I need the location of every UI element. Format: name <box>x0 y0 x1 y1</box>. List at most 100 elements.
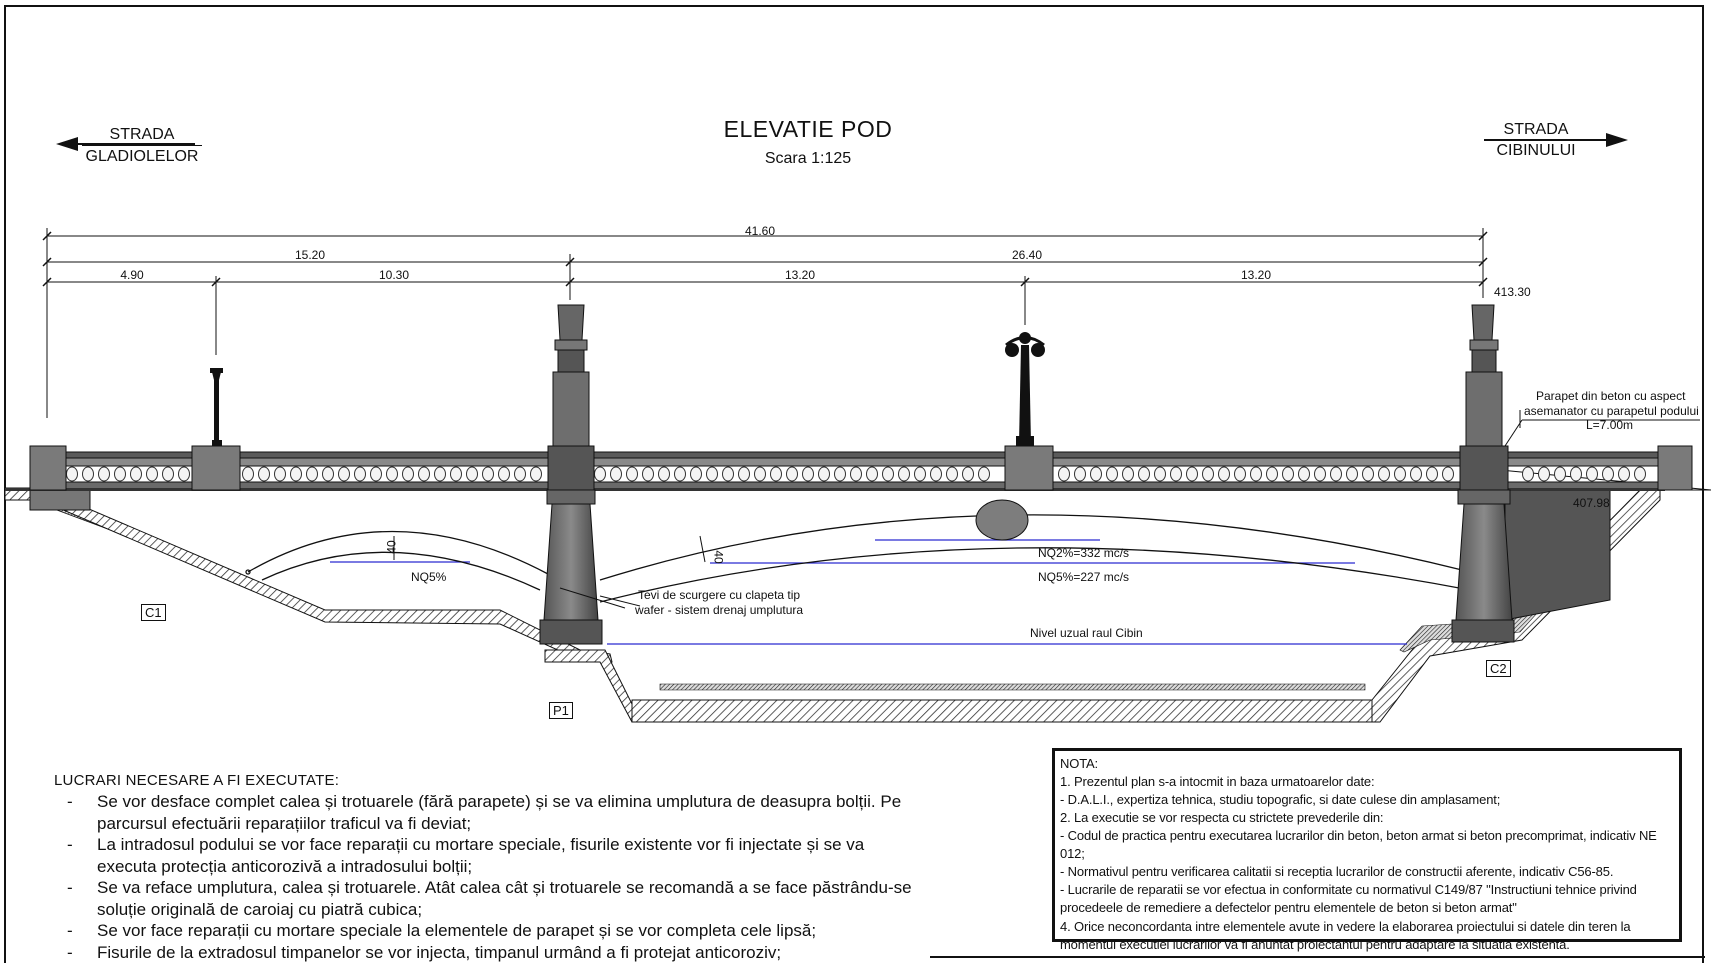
works-list: Se vor desface complet calea și trotuare… <box>54 791 914 963</box>
baluster <box>882 466 894 482</box>
baluster <box>530 466 542 482</box>
baluster <box>98 466 110 482</box>
baluster <box>354 466 366 482</box>
baluster <box>1634 466 1646 482</box>
baluster <box>610 466 622 482</box>
baluster <box>1266 466 1278 482</box>
street-right: STRADA CIBINULUI <box>1488 120 1584 161</box>
baluster <box>402 466 414 482</box>
baluster <box>450 466 462 482</box>
works-list-section: LUCRARI NECESARE A FI EXECUTATE: Se vor … <box>54 772 914 963</box>
parapet-note-line3: L=7.00m <box>1586 418 1634 432</box>
baluster <box>802 466 814 482</box>
baluster <box>1298 466 1310 482</box>
baluster <box>722 466 734 482</box>
ground-profile <box>4 469 1711 723</box>
baluster <box>1538 466 1550 482</box>
baluster <box>130 466 142 482</box>
street-left-line2: GLADIOLELOR <box>85 148 199 165</box>
baluster <box>1250 466 1262 482</box>
nota-line: - Lucrarile de reparatii se vor efectua … <box>1060 882 1637 898</box>
baluster <box>626 466 638 482</box>
street-left: STRADA GLADIOLELOR <box>82 124 202 167</box>
drawing-scale: Scara 1:125 <box>764 150 852 167</box>
baluster <box>1058 466 1070 482</box>
street-left-line1: STRADA <box>82 124 202 146</box>
baluster <box>274 466 286 482</box>
elevation-top: 413.30 <box>1494 285 1531 299</box>
nota-title: NOTA: <box>1060 756 1099 771</box>
baluster <box>1378 466 1390 482</box>
dim-seg2: 10.30 <box>378 268 410 282</box>
baluster <box>674 466 686 482</box>
nota-line: procedeele de remediere a defectelor pen… <box>1060 900 1517 916</box>
baluster <box>1314 466 1326 482</box>
baluster <box>1282 466 1294 482</box>
baluster <box>1122 466 1134 482</box>
thickness-right-label: 40 <box>711 550 726 564</box>
baluster <box>706 466 718 482</box>
baluster <box>146 466 158 482</box>
baluster <box>978 466 990 482</box>
baluster <box>914 466 926 482</box>
baluster <box>690 466 702 482</box>
list-item: Se va reface umplutura, calea și trotuar… <box>54 877 914 920</box>
baluster <box>834 466 846 482</box>
baluster <box>434 466 446 482</box>
baluster <box>770 466 782 482</box>
baluster <box>786 466 798 482</box>
baluster <box>498 466 510 482</box>
abutment-left <box>29 489 91 511</box>
dim-left-span: 15.20 <box>294 248 326 262</box>
baluster <box>322 466 334 482</box>
parapet-note-line1: Parapet din beton cu aspect <box>1536 389 1686 403</box>
nq2-label: NQ2%=332 mc/s <box>1038 546 1130 560</box>
dim-seg1: 4.90 <box>120 268 144 282</box>
leader-lines <box>393 410 1700 609</box>
nota-line: - Normativul pentru verificarea calitati… <box>1060 864 1614 880</box>
baluster <box>754 466 766 482</box>
baluster <box>1074 466 1086 482</box>
works-heading: LUCRARI NECESARE A FI EXECUTATE: <box>54 772 340 789</box>
parapet-note-line2: asemanator cu parapetul podului <box>1524 404 1699 418</box>
tag-c2: C2 <box>1486 660 1511 677</box>
nota-line: - D.A.L.I., expertiza tehnica, studiu to… <box>1060 791 1501 807</box>
dim-seg3: 13.20 <box>784 268 816 282</box>
street-right-line2: CIBINULUI <box>1496 142 1576 159</box>
baluster <box>370 466 382 482</box>
pier-c2 <box>1451 304 1515 643</box>
nota-line: momentul executiei lucrarilor va fi anun… <box>1060 936 1570 952</box>
baluster <box>1138 466 1150 482</box>
dimension-lines <box>42 228 1488 418</box>
drain-note-line2: wafer - sistem drenaj umplutura <box>635 603 804 617</box>
baluster <box>178 466 190 482</box>
baluster <box>930 466 942 482</box>
baluster <box>1602 466 1614 482</box>
drain-note-line1: Tevi de scurgere cu clapeta tip <box>638 588 801 602</box>
list-item: Se vor desface complet calea și trotuare… <box>54 791 914 834</box>
dim-total: 41.60 <box>744 224 776 238</box>
pier-p1 <box>539 304 603 645</box>
baluster <box>1426 466 1438 482</box>
arch-keystone <box>975 499 1029 541</box>
dim-right-span: 26.40 <box>1011 248 1043 262</box>
baluster <box>658 466 670 482</box>
nota-line: - Codul de practica pentru executarea lu… <box>1060 828 1657 862</box>
nota-line: 1. Prezentul plan s-a intocmit in baza u… <box>1060 773 1375 789</box>
arrow-left-icon <box>56 137 195 151</box>
baluster <box>642 466 654 482</box>
baluster <box>1346 466 1358 482</box>
dim-seg4: 13.20 <box>1240 268 1272 282</box>
baluster <box>898 466 910 482</box>
baluster <box>66 466 78 482</box>
baluster <box>738 466 750 482</box>
baluster <box>466 466 478 482</box>
river-level-label: Nivel uzual raul Cibin <box>1030 626 1143 640</box>
tag-c1: C1 <box>141 604 166 621</box>
sheet-frame <box>4 5 1704 963</box>
nq5-left-label: NQ5% <box>411 570 447 584</box>
baluster <box>962 466 974 482</box>
baluster <box>1170 466 1182 482</box>
